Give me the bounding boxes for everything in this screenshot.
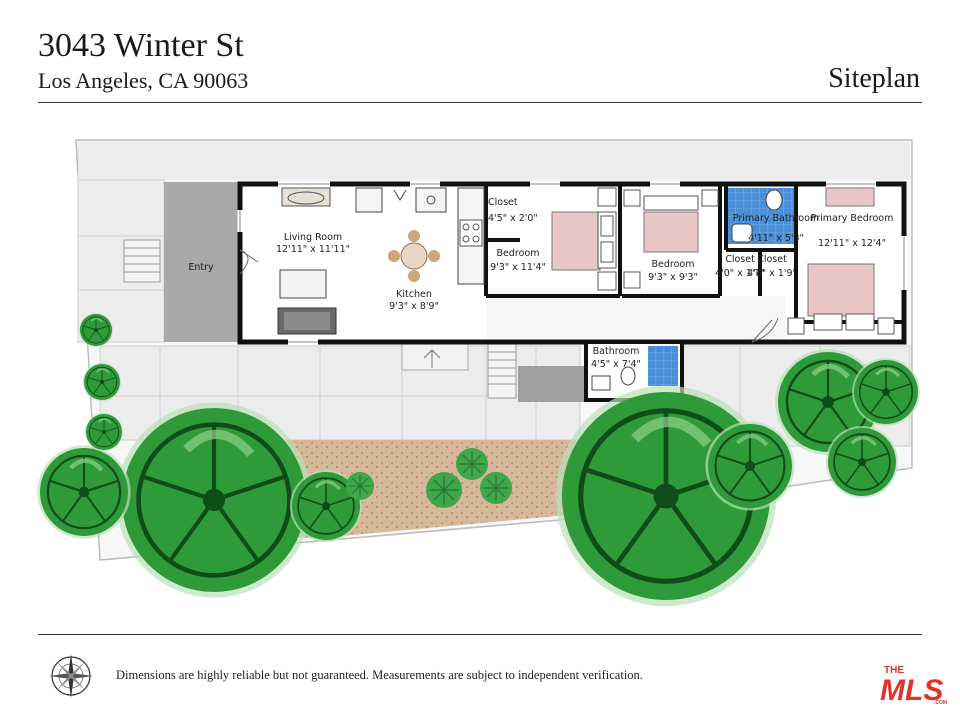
measurement-disclaimer: Dimensions are highly reliable but not g… [116, 668, 643, 682]
svg-text:4'0" x 1'9": 4'0" x 1'9" [747, 268, 797, 279]
room-label-entry: Entry [188, 262, 214, 273]
svg-text:4'5" x 2'0": 4'5" x 2'0" [488, 213, 538, 224]
svg-text:Kitchen: Kitchen [396, 289, 432, 300]
room-label-primary-bathroom: Primary Bathroom 4'11" x 5'3" [733, 213, 819, 244]
room-label-primary-bedroom: Primary Bedroom 12'11" x 12'4" [811, 213, 894, 249]
svg-text:Living Room: Living Room [284, 232, 342, 243]
svg-text:Bedroom: Bedroom [497, 248, 540, 259]
room-label-kitchen: Kitchen 9'3" x 8'9" [389, 289, 439, 312]
svg-text:.COM: .COM [934, 700, 947, 706]
site-plan-drawing: Entry Living Room 12'11" x 11'11" Kitche… [0, 139, 960, 632]
svg-text:Primary Bathroom: Primary Bathroom [733, 213, 819, 224]
plan-type-label: Siteplan [828, 63, 920, 94]
svg-text:12'11" x 11'11": 12'11" x 11'11" [276, 244, 350, 255]
room-label-bedroom-1: Bedroom 9'3" x 11'4" [490, 248, 546, 273]
room-label-closet-1: Closet 4'5" x 2'0" [488, 197, 538, 224]
svg-text:9'3" x 9'3": 9'3" x 9'3" [648, 272, 698, 283]
property-city-line: Los Angeles, CA 90063 [38, 68, 249, 93]
property-address-title: 3043 Winter St [38, 27, 244, 64]
svg-text:9'3" x 11'4": 9'3" x 11'4" [490, 262, 546, 273]
room-label-closet-2: Closet 4'0" x 1'7" [715, 254, 765, 279]
svg-text:9'3" x 8'9": 9'3" x 8'9" [389, 301, 439, 312]
compass-rose-icon [49, 654, 93, 698]
svg-text:Primary Bedroom: Primary Bedroom [811, 213, 894, 224]
svg-text:Entry: Entry [188, 262, 214, 273]
header-divider [38, 102, 922, 103]
svg-text:12'11" x 12'4": 12'11" x 12'4" [818, 238, 886, 249]
room-label-bedroom-2: Bedroom 9'3" x 9'3" [648, 259, 698, 283]
svg-text:MLS: MLS [880, 674, 943, 706]
svg-text:Bedroom: Bedroom [652, 259, 695, 270]
svg-text:4'5" x 7'4": 4'5" x 7'4" [591, 359, 641, 370]
the-mls-logo: THE MLS .COM [880, 665, 947, 706]
room-label-closet-3: Closet 4'0" x 1'9" [747, 254, 797, 279]
svg-text:4'11" x 5'3": 4'11" x 5'3" [748, 233, 804, 244]
svg-text:Closet: Closet [488, 197, 518, 208]
svg-text:Closet: Closet [725, 254, 755, 265]
svg-text:4'0" x 1'7": 4'0" x 1'7" [715, 268, 765, 279]
footer-divider [38, 634, 922, 635]
room-label-living-room: Living Room 12'11" x 11'11" [276, 232, 350, 255]
room-label-bathroom: Bathroom 4'5" x 7'4" [591, 346, 641, 370]
svg-text:Closet: Closet [757, 254, 787, 265]
svg-text:Bathroom: Bathroom [593, 346, 640, 357]
svg-text:THE: THE [884, 665, 904, 676]
